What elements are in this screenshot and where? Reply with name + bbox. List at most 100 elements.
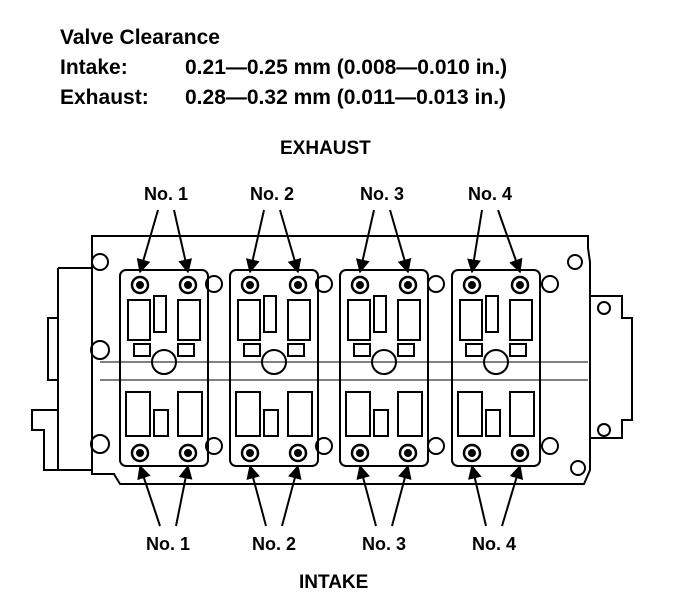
adjusting-screw-center	[404, 449, 412, 457]
adjusting-screw-center	[184, 449, 192, 457]
spark-plug-hole	[371, 349, 397, 375]
adjusting-screw	[350, 443, 370, 463]
adjusting-screw	[510, 275, 530, 295]
cam-lobe	[287, 343, 305, 357]
rocker-arm	[127, 299, 151, 341]
cylinder-bay	[229, 269, 319, 467]
exhaust-cylinder-label: No. 2	[250, 184, 294, 204]
adjusting-screw	[510, 443, 530, 463]
cylinder-4	[451, 209, 541, 527]
exhaust-side-label: EXHAUST	[280, 138, 371, 159]
rocker-shaft-tab	[373, 409, 389, 437]
cylinder-bay	[451, 269, 541, 467]
exhaust-arrow	[136, 209, 159, 274]
rocker-shaft-tab	[485, 409, 501, 437]
rocker-arm	[509, 299, 533, 341]
rocker-arm	[397, 299, 421, 341]
adjusting-screw-center	[404, 281, 412, 289]
spark-plug-hole	[261, 349, 287, 375]
adjusting-screw	[350, 275, 370, 295]
cylinder-labels: No. 1 No. 1 No. 2 No. 2 No. 3 No. 3 No. 4 No. 4	[144, 184, 516, 554]
rocker-arm	[287, 391, 313, 437]
adjusting-screw	[178, 443, 198, 463]
adjusting-screw-center	[468, 449, 476, 457]
intake-cylinder-label: No. 2	[252, 534, 296, 554]
rocker-arm	[177, 391, 203, 437]
adjusting-screw	[178, 275, 198, 295]
adjusting-screw-center	[246, 449, 254, 457]
rocker-arm	[287, 299, 311, 341]
intake-arrow	[356, 464, 377, 527]
cylinder-bay	[119, 269, 209, 467]
exhaust-spec-label: Exhaust:	[60, 86, 149, 109]
exhaust-cylinder-label: No. 4	[468, 184, 512, 204]
exhaust-arrow	[173, 209, 193, 274]
cam-lobe	[465, 343, 483, 357]
intake-side-label: INTAKE	[299, 572, 369, 593]
rocker-arm	[509, 391, 535, 437]
rocker-arm	[457, 391, 483, 437]
exhaust-arrow	[389, 209, 412, 274]
adjusting-screw	[462, 443, 482, 463]
adjusting-screw-center	[356, 281, 364, 289]
rocker-shaft-tab	[153, 409, 169, 437]
rocker-arm	[459, 299, 483, 341]
spec-title: Valve Clearance	[60, 26, 220, 49]
rocker-arm	[347, 299, 371, 341]
adjusting-screw-center	[136, 449, 144, 457]
intake-arrow	[246, 464, 267, 527]
intake-cylinder-label: No. 1	[146, 534, 190, 554]
cylinder-2	[229, 209, 319, 527]
adjusting-screw-center	[136, 281, 144, 289]
cylinder-head-outline	[31, 235, 633, 485]
intake-arrow	[137, 464, 161, 527]
rocker-arm	[235, 391, 261, 437]
adjusting-screw	[462, 275, 482, 295]
rocker-shaft-tab	[263, 409, 279, 437]
cam-lobe	[133, 343, 151, 357]
exhaust-arrow	[467, 209, 483, 274]
exhaust-arrow	[279, 209, 302, 274]
exhaust-cylinder-label: No. 1	[144, 184, 188, 204]
spark-plug-hole	[483, 349, 509, 375]
intake-cylinder-label: No. 3	[362, 534, 406, 554]
intake-spec-value: 0.21—0.25 mm (0.008—0.010 in.)	[185, 56, 508, 79]
exhaust-arrow	[245, 209, 265, 274]
cylinder-1	[119, 209, 209, 527]
cam-lobe	[509, 343, 527, 357]
rocker-shaft-tab	[153, 295, 167, 333]
adjusting-screw-center	[468, 281, 476, 289]
adjusting-screw	[398, 275, 418, 295]
intake-arrow	[501, 464, 524, 527]
rocker-shaft-tab	[485, 295, 499, 333]
rocker-shaft-tab	[373, 295, 387, 333]
adjusting-screw-center	[516, 281, 524, 289]
cylinder-groups	[119, 209, 541, 527]
cylinder-3	[339, 209, 429, 527]
cam-lobe	[243, 343, 261, 357]
adjusting-screw-center	[294, 281, 302, 289]
exhaust-spec-value: 0.28—0.32 mm (0.011—0.013 in.)	[185, 86, 507, 109]
spark-plug-hole	[151, 349, 177, 375]
adjusting-screw-center	[246, 281, 254, 289]
cam-lobe	[397, 343, 415, 357]
cam-lobe	[177, 343, 195, 357]
rocker-arm	[177, 299, 201, 341]
adjusting-screw-center	[356, 449, 364, 457]
exhaust-arrow	[497, 209, 523, 274]
rocker-arm	[237, 299, 261, 341]
intake-arrow	[391, 464, 412, 527]
adjusting-screw	[398, 443, 418, 463]
adjusting-screw-center	[294, 449, 302, 457]
adjusting-screw	[288, 443, 308, 463]
adjusting-screw	[240, 275, 260, 295]
exhaust-cylinder-label: No. 3	[360, 184, 404, 204]
intake-spec-label: Intake:	[60, 56, 128, 79]
cylinder-bay	[339, 269, 429, 467]
intake-arrow	[281, 464, 302, 527]
intake-cylinder-label: No. 4	[472, 534, 516, 554]
cam-lobe	[353, 343, 371, 357]
adjusting-screw	[288, 275, 308, 295]
rocker-arm	[345, 391, 371, 437]
